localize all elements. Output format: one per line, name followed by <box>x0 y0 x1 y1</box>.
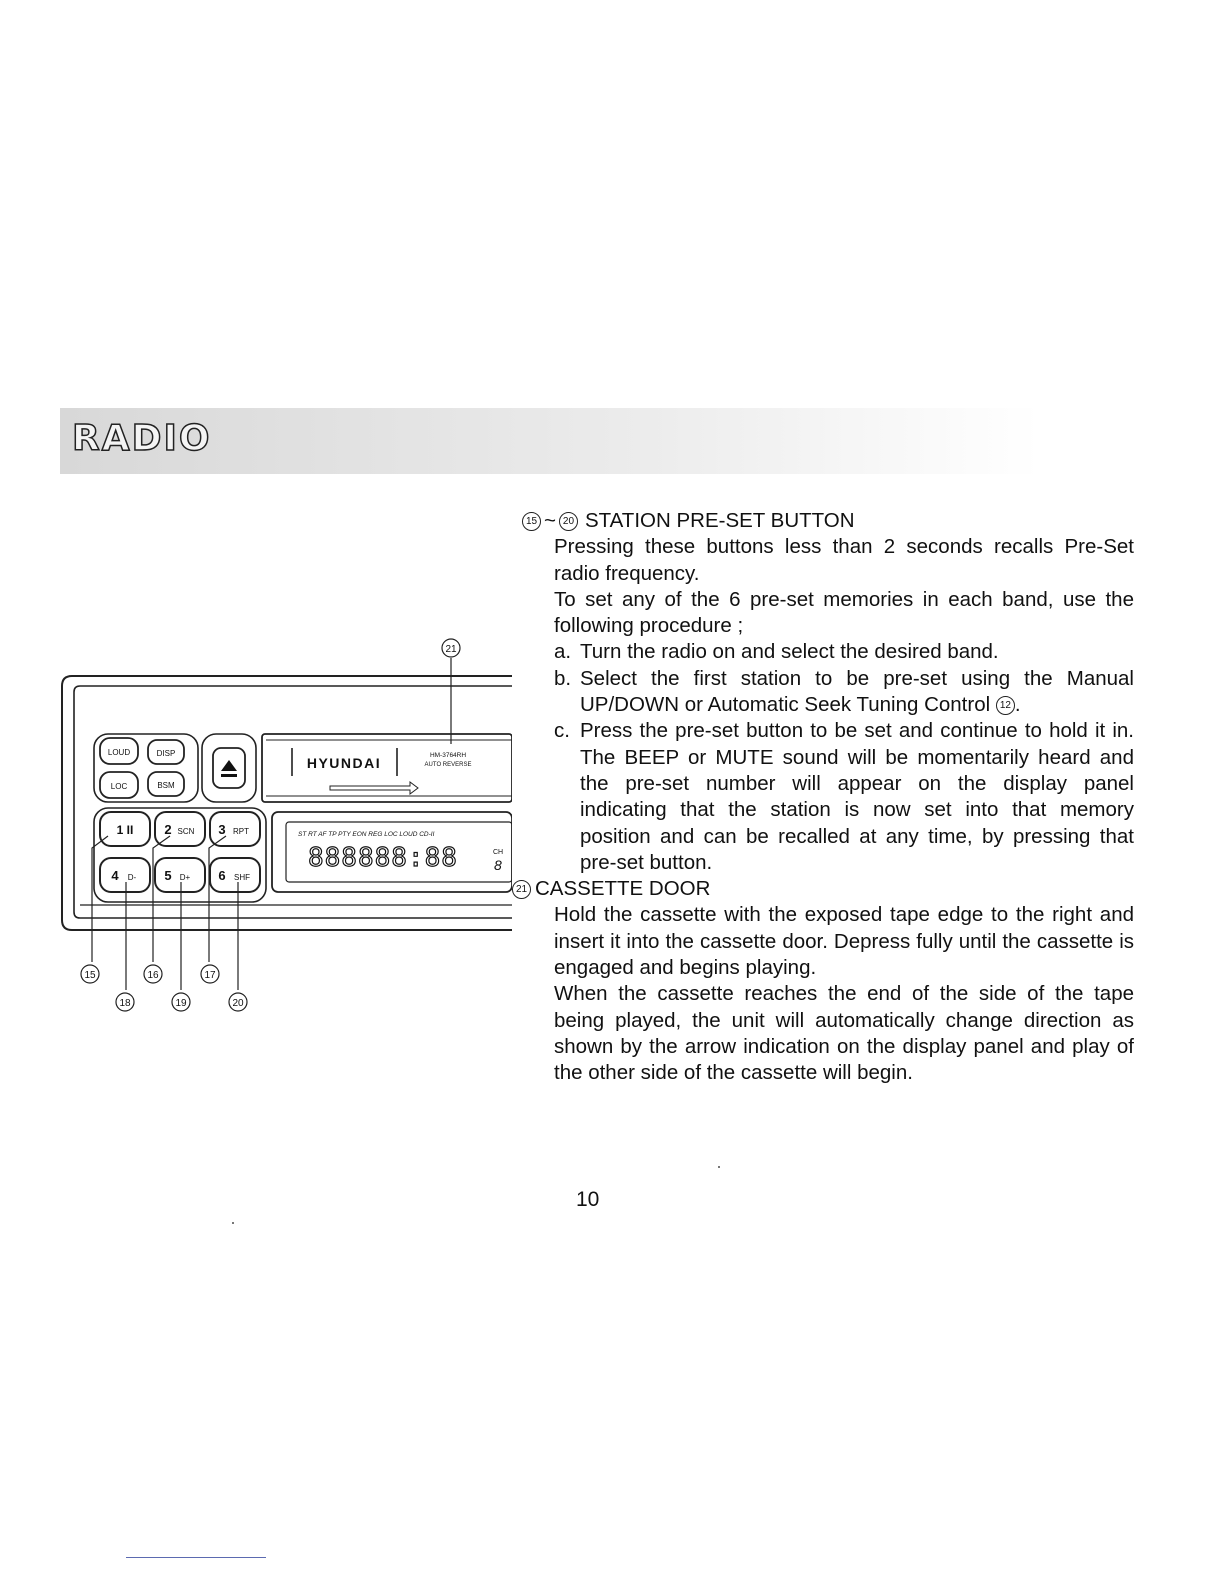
ref-number-12: 12 <box>995 696 1015 716</box>
loud-button <box>99 737 139 765</box>
preset-6-label: 6 <box>218 868 225 883</box>
preset-1-button <box>99 811 151 847</box>
section-header-band <box>60 408 1040 474</box>
preset-3-sublabel: RPT <box>233 827 249 836</box>
cassette-door-heading: 21 CASSETTE DOOR <box>512 876 1134 902</box>
preset-6-button <box>209 857 261 893</box>
page-number: 10 <box>576 1188 600 1211</box>
procedure-step-c: c. Press the pre-set button to be set an… <box>554 718 1134 876</box>
stereo-front-panel-figure: LOUD DISP LOC BSM HYUNDAI HM-3764RH AUTO… <box>61 638 512 1012</box>
station-preset-para2: To set any of the 6 pre-set memories in … <box>554 587 1134 638</box>
bsm-button-label: BSM <box>157 781 175 790</box>
preset-4-label: 4 <box>111 868 119 883</box>
station-preset-para1: Pressing these buttons less than 2 secon… <box>554 535 1134 585</box>
footer-rule <box>126 1557 266 1558</box>
preset-2-sublabel: SCN <box>178 827 195 836</box>
range-tilde: ~ <box>544 509 556 532</box>
preset-5-sublabel: D+ <box>180 873 191 882</box>
step-text: Turn the radio on and select the desired… <box>580 640 999 664</box>
procedure-steps: a. Turn the radio on and select the desi… <box>522 639 1134 876</box>
ref-number-15: 15 <box>522 511 541 531</box>
procedure-step-a: a. Turn the radio on and select the desi… <box>554 639 1134 665</box>
preset-4-sublabel: D- <box>128 873 137 882</box>
eject-icon <box>221 760 237 771</box>
panel-housing <box>61 675 512 931</box>
bsm-button <box>147 771 185 797</box>
preset-1-label: 1 II <box>117 823 134 837</box>
callout-21: 21 <box>445 644 457 655</box>
model-subtitle: AUTO REVERSE <box>425 762 472 768</box>
cassette-door-title: CASSETTE DOOR <box>535 877 711 901</box>
cassette-door-para1: Hold the cassette with the exposed tape … <box>554 903 1134 980</box>
display-panel <box>271 811 512 893</box>
callout-20: 20 <box>232 998 244 1009</box>
display-digits: 888888:88 <box>308 843 458 873</box>
section-title: RADIO <box>71 417 212 460</box>
model-number: HM-3764RH <box>430 752 466 759</box>
brand-logo: HYUNDAI <box>307 755 381 771</box>
scan-speck <box>232 1222 234 1224</box>
loc-button <box>99 771 139 799</box>
preset-3-button <box>209 811 261 847</box>
display-indicators: ST RT AF TP PTY EON REG LOC LOUD CD-II <box>298 831 435 838</box>
display-ch: CH <box>493 849 503 856</box>
preset-5-label: 5 <box>164 868 171 883</box>
step-text: Press the pre-set button to be set and c… <box>580 719 1134 874</box>
scan-speck <box>718 1166 720 1168</box>
preset-4-button <box>99 857 151 893</box>
disp-button-label: DISP <box>157 749 176 758</box>
ref-number-20: 20 <box>558 511 578 531</box>
preset-5-button <box>154 857 206 893</box>
panel-face <box>73 685 512 919</box>
callout-15: 15 <box>84 970 96 981</box>
step-label: c. <box>554 719 570 743</box>
station-preset-title: STATION PRE-SET BUTTON <box>584 509 855 532</box>
preset-3-label: 3 <box>218 822 225 837</box>
loc-button-label: LOC <box>111 782 128 791</box>
procedure-step-b: b. Select the first station to be pre-se… <box>554 666 1134 719</box>
cassette-door <box>261 733 512 803</box>
cassette-door-para2: When the cassette reaches the end of the… <box>554 982 1134 1085</box>
ref-number-21: 21 <box>512 879 531 899</box>
callout-16: 16 <box>147 970 159 981</box>
text-column: 15 ~ 20 STATION PRE-SET BUTTON Pressing … <box>512 508 1134 1087</box>
callout-18: 18 <box>119 998 131 1009</box>
preset-6-sublabel: SHF <box>234 873 250 882</box>
display-end-digit: 8 <box>494 857 502 873</box>
loud-button-label: LOUD <box>108 748 130 757</box>
preset-2-label: 2 <box>164 822 171 837</box>
callout-17: 17 <box>204 970 216 981</box>
step-label: b. <box>554 666 572 690</box>
disp-button <box>147 739 185 765</box>
step-label: a. <box>554 640 572 664</box>
station-preset-heading: 15 ~ 20 STATION PRE-SET BUTTON <box>522 508 1134 534</box>
step-text: Select the first station to be pre-set u… <box>580 666 1134 717</box>
callout-19: 19 <box>175 998 187 1009</box>
